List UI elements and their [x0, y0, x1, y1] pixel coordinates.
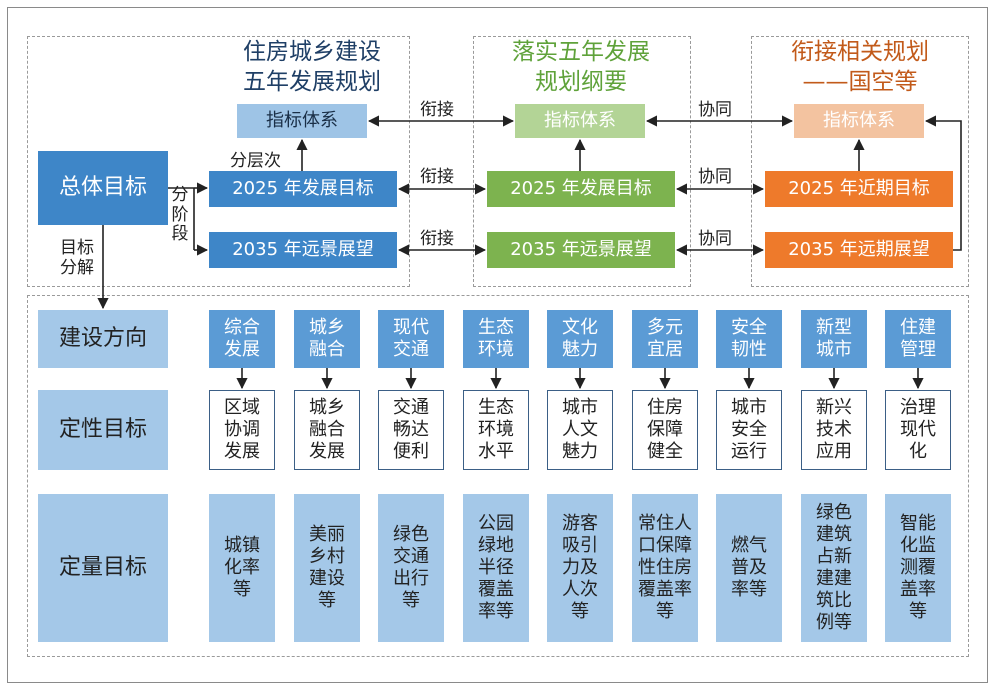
label-link-2025: 衔接: [420, 167, 454, 187]
quantitative-item: 公园 绿地 半径 覆盖 率等: [463, 494, 529, 642]
direction-item: 安全 韧性: [716, 310, 782, 368]
row-label-quantitative: 定量目标: [38, 494, 168, 642]
qualitative-item: 生态 环境 水平: [463, 390, 529, 470]
qualitative-item: 交通 畅达 便利: [378, 390, 444, 470]
goal-2025-related: 2025 年近期目标: [765, 171, 953, 207]
direction-item: 综合 发展: [209, 310, 275, 368]
column-title-related: 衔接相关规划 ——国空等: [791, 39, 929, 95]
label-decompose: 目标 分解: [60, 238, 94, 279]
row-label-qualitative: 定性目标: [38, 390, 168, 470]
qualitative-item: 城市 人文 魅力: [547, 390, 613, 470]
column-title-outline: 落实五年发展 规划纲要: [512, 39, 650, 95]
direction-item: 城乡 融合: [294, 310, 360, 368]
quantitative-item: 城镇 化率 等: [209, 494, 275, 642]
label-cooperate-2035: 协同: [698, 229, 732, 249]
direction-item: 住建 管理: [885, 310, 951, 368]
quantitative-item: 绿色 建筑 占新 建建 筑比 例等: [801, 494, 867, 642]
label-link-index: 衔接: [420, 100, 454, 120]
group-related-plan: [751, 36, 969, 287]
direction-item: 现代 交通: [378, 310, 444, 368]
qualitative-item: 城乡 融合 发展: [294, 390, 360, 470]
group-goal-breakdown: [27, 295, 969, 657]
goal-2035-housing: 2035 年远景展望: [209, 232, 397, 268]
quantitative-item: 燃气 普及 率等: [716, 494, 782, 642]
direction-item: 生态 环境: [463, 310, 529, 368]
quantitative-item: 游客 吸引 力及 人次 等: [547, 494, 613, 642]
quantitative-item: 绿色 交通 出行 等: [378, 494, 444, 642]
goal-2025-housing: 2025 年发展目标: [209, 171, 397, 207]
group-housing-plan: [27, 36, 410, 287]
index-system-related: 指标体系: [794, 104, 924, 138]
goal-2025-outline: 2025 年发展目标: [487, 171, 675, 207]
quantitative-item: 美丽 乡村 建设 等: [294, 494, 360, 642]
index-system-housing: 指标体系: [237, 104, 367, 138]
outer-frame: [7, 7, 988, 683]
qualitative-item: 新兴 技术 应用: [801, 390, 867, 470]
qualitative-item: 治理 现代 化: [885, 390, 951, 470]
label-staged: 分 阶 段: [171, 185, 189, 245]
row-label-direction: 建设方向: [38, 310, 168, 368]
quantitative-item: 常住人 口保障 性住房 覆盖率 等: [632, 494, 698, 642]
direction-item: 文化 魅力: [547, 310, 613, 368]
goal-2035-outline: 2035 年远景展望: [487, 232, 675, 268]
qualitative-item: 区域 协调 发展: [209, 390, 275, 470]
qualitative-item: 住房 保障 健全: [632, 390, 698, 470]
label-cooperate-index: 协同: [698, 100, 732, 120]
label-layered: 分层次: [230, 151, 281, 171]
qualitative-item: 城市 安全 运行: [716, 390, 782, 470]
quantitative-item: 智能 化监 测覆 盖率 等: [885, 494, 951, 642]
label-cooperate-2025: 协同: [698, 167, 732, 187]
group-outline-plan: [473, 36, 691, 287]
direction-item: 新型 城市: [801, 310, 867, 368]
overall-goal-box: 总体目标: [38, 151, 168, 225]
label-link-2035: 衔接: [420, 229, 454, 249]
goal-2035-related: 2035 年远期展望: [765, 232, 953, 268]
index-system-outline: 指标体系: [515, 104, 645, 138]
direction-item: 多元 宜居: [632, 310, 698, 368]
column-title-housing: 住房城乡建设 五年发展规划: [243, 39, 381, 95]
